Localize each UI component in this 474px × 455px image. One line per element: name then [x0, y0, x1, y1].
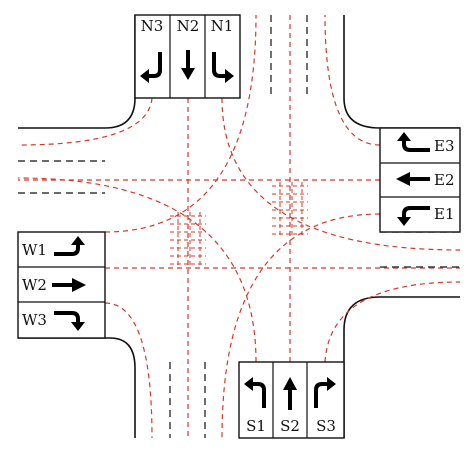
trajectory-w1: [104, 14, 257, 233]
lane-label-s2: S2: [280, 417, 300, 435]
lane-label-e3: E3: [434, 137, 455, 155]
conflict-zone-east: [272, 182, 308, 238]
left-turn-arrow-icon: [244, 377, 266, 408]
lane-label-w2: W2: [22, 276, 47, 294]
right-turn-arrow-icon: [140, 52, 162, 83]
lane-label-w3: W3: [22, 311, 47, 329]
trajectory-n3: [17, 97, 153, 146]
west-approach: W1 W2 W3: [17, 231, 106, 339]
trajectory-s1: [17, 177, 257, 363]
lane-label-s3: S3: [316, 417, 336, 435]
lane-label-e1: E1: [434, 205, 455, 223]
right-turn-arrow-icon: [397, 132, 430, 152]
lane-label-n3: N3: [141, 17, 164, 35]
vehicle-trajectories: [17, 14, 461, 439]
through-arrow-icon: [283, 377, 297, 410]
through-arrow-icon: [52, 278, 86, 292]
trajectory-s3: [324, 281, 461, 363]
south-approach: S1 S2 S3: [238, 361, 345, 439]
lane-label-n2: N2: [177, 17, 200, 35]
left-turn-arrow-icon: [54, 236, 85, 256]
trajectory-n1: [221, 97, 461, 251]
right-turn-arrow-icon: [314, 377, 336, 408]
left-turn-arrow-icon: [397, 206, 430, 226]
through-arrow-icon: [181, 50, 195, 80]
lane-label-s1: S1: [246, 417, 266, 435]
through-arrow-icon: [396, 172, 430, 186]
lane-label-e2: E2: [434, 171, 455, 189]
trajectory-e1: [221, 213, 381, 439]
lane-label-w1: W1: [22, 241, 47, 259]
east-approach: E3 E2 E1: [379, 127, 461, 233]
left-turn-arrow-icon: [212, 52, 234, 83]
trajectory-e3: [324, 14, 381, 146]
lane-label-n1: N1: [211, 17, 234, 35]
conflict-zone-west: [170, 212, 206, 268]
north-approach: N3 N2 N1: [134, 14, 241, 99]
right-turn-arrow-icon: [54, 311, 85, 331]
trajectory-w3: [104, 302, 153, 439]
